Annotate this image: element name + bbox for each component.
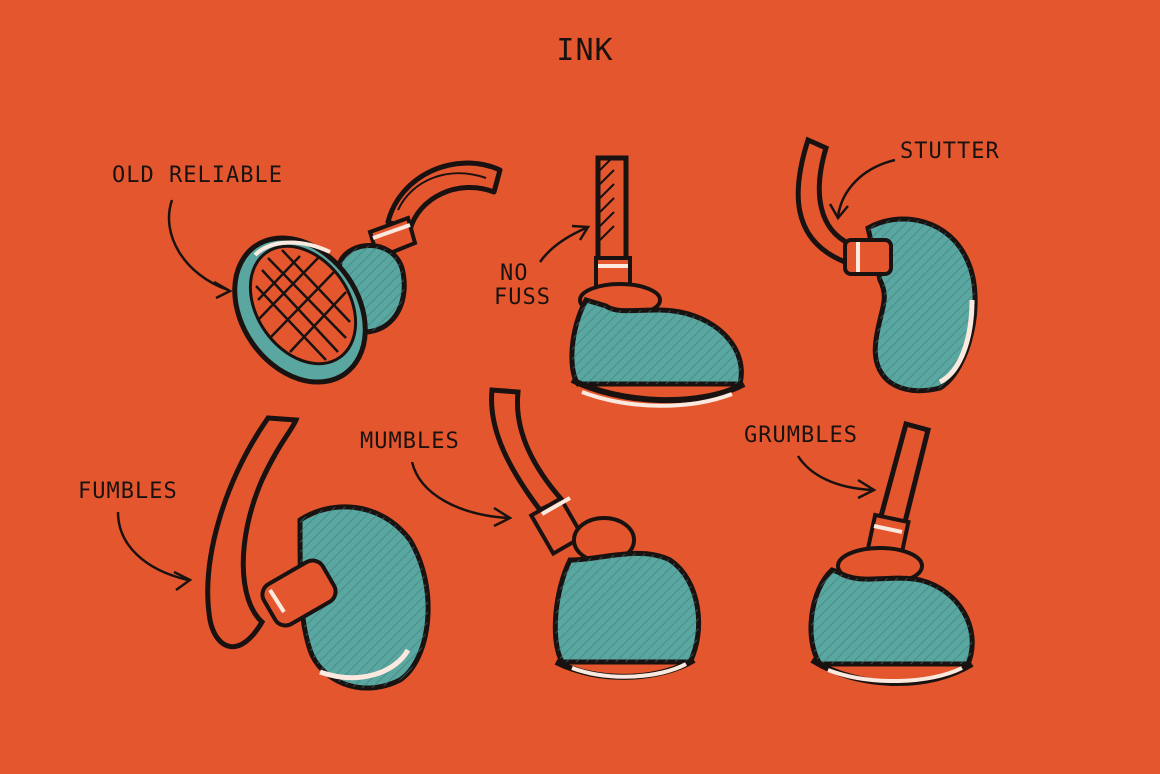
shoe-fumbles xyxy=(205,415,431,691)
arrow-stutter xyxy=(836,158,896,217)
arrow-mumbles xyxy=(410,461,509,520)
arrow-fumbles xyxy=(116,511,189,582)
label-fuss: FUSS xyxy=(494,285,551,310)
label-stutter: STUTTER xyxy=(900,139,1000,164)
label-grumbles: GRUMBLES xyxy=(744,423,858,448)
label-fumbles: FUMBLES xyxy=(78,479,178,504)
shoe-grumbles xyxy=(808,420,975,686)
label-no: NO xyxy=(500,261,529,286)
shoe-mumbles xyxy=(489,387,702,680)
shoe-old-reliable xyxy=(232,160,503,385)
arrow-no-fuss xyxy=(538,226,587,263)
arrow-old-reliable xyxy=(167,199,229,292)
label-mumbles: MUMBLES xyxy=(360,429,460,454)
shoe-stutter xyxy=(795,136,978,394)
page-title: INK xyxy=(556,33,613,68)
shoe-no-fuss xyxy=(569,155,746,408)
label-old-reliable: OLD RELIABLE xyxy=(112,163,283,188)
arrow-grumbles xyxy=(796,455,873,492)
